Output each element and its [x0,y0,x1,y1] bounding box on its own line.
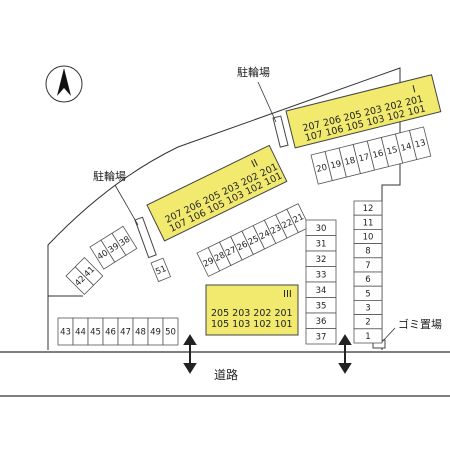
parking-stall-48-number: 48 [135,328,146,338]
parking-stall-7-number: 7 [365,261,370,271]
building-iii: III 205 203 202 201 105 103 102 101 [205,284,299,336]
parking-stall-21-number: 21 [292,212,306,226]
parking-stall-50-number: 50 [165,328,176,338]
parking-stall-27-number: 27 [224,245,238,259]
building-ii-numeral: II [250,158,260,170]
site-boundary [47,67,401,350]
parking-stall-37-number: 37 [316,332,327,342]
road-label: 道路 [214,367,238,382]
parking-stall-43-number: 43 [60,328,71,338]
parking-stall-11-number: 11 [363,218,374,228]
building-iii-numeral: III [283,289,292,300]
double-arrow-icon [183,334,197,374]
parking-stall-38-number: 38 [118,235,132,249]
parking-stall-2-number: 2 [365,318,370,328]
bicycle-parking-leader-left [114,184,139,226]
parking-stall-21-box [286,203,311,234]
bicycle-rack-upper [272,115,289,148]
parking-stall-32-number: 32 [316,255,327,265]
parking-stall-39-number: 39 [107,241,121,255]
parking-stall-30-number: 30 [316,224,327,234]
parking-stall-31-number: 31 [316,239,327,249]
parking-column-30-37: 30 31 32 33 34 35 36 37 [305,219,337,345]
bicycle-parking-label-upper: 駐輪場 [237,65,270,79]
parking-stall-8-number: 8 [365,247,370,257]
building-iii-upper-units: 205 203 202 201 [211,308,293,319]
bicycle-parking-leader-upper [257,81,277,123]
parking-stall-22-number: 22 [280,218,294,232]
bicycle-parking-label-left: 駐輪場 [93,169,126,183]
parking-stall-14-number: 14 [400,142,413,154]
parking-stall-25-number: 25 [247,234,261,248]
parking-stall-6-number: 6 [365,275,370,285]
parking-stall-51-number: 51 [154,264,168,277]
parking-stall-28-number: 28 [213,250,227,264]
parking-stall-41-box [74,257,104,286]
building-iii-lower-units: 105 103 102 101 [211,319,293,330]
parking-stall-38-box [111,225,138,256]
parking-stall-13-number: 13 [414,138,427,150]
parking-stall-18-number: 18 [344,156,357,168]
parking-stall-1-number: 1 [365,332,370,342]
garbage-label: ゴミ置場 [398,317,442,331]
parking-stall-16-number: 16 [372,149,385,161]
parking-stall-36-number: 36 [316,317,327,327]
road [0,351,450,397]
parking-column-1-12: 12 11 10 8 7 6 5 3 2 1 [353,200,383,344]
parking-stall-46-number: 46 [105,328,116,338]
parking-stall-5-number: 5 [365,289,370,299]
parking-stall-37-box [305,328,337,345]
parking-stall-13-box [409,126,432,161]
parking-row-43-50: 43 44 45 46 47 48 49 50 [57,317,179,346]
parking-stall-51-box [150,257,172,283]
parking-stall-33-number: 33 [316,270,327,280]
parking-stall-20-number: 20 [315,163,328,175]
parking-stall-3-number: 3 [365,304,370,314]
parking-stall-35-number: 35 [316,301,327,311]
parking-stall-40-number: 40 [96,248,110,262]
parking-stall-29-number: 29 [202,256,216,270]
parking-stall-49-number: 49 [150,328,161,338]
parking-stall-10-number: 10 [363,233,374,243]
parking-stall-45-number: 45 [90,328,101,338]
parking-stall-24-number: 24 [258,229,272,243]
parking-stall-12-number: 12 [363,204,374,214]
parking-stall-15-number: 15 [386,145,399,157]
parking-stall-1-box [353,328,383,344]
parking-stall-47-number: 47 [120,328,131,338]
parking-stall-19-number: 19 [330,159,343,171]
building-i-numeral: I [411,84,417,95]
parking-stall-26-number: 26 [235,240,249,254]
garbage-leader [381,327,396,343]
parking-stall-34-number: 34 [316,286,327,296]
parking-stall-50-box [162,317,179,346]
parking-stall-51: 51 [150,257,172,283]
double-arrow-icon [338,334,352,374]
parking-stall-23-number: 23 [269,223,283,237]
parking-stall-17-number: 17 [358,152,371,164]
bicycle-rack-left [134,216,157,259]
parking-stall-44-number: 44 [75,328,86,338]
north-arrow-icon [45,65,83,103]
